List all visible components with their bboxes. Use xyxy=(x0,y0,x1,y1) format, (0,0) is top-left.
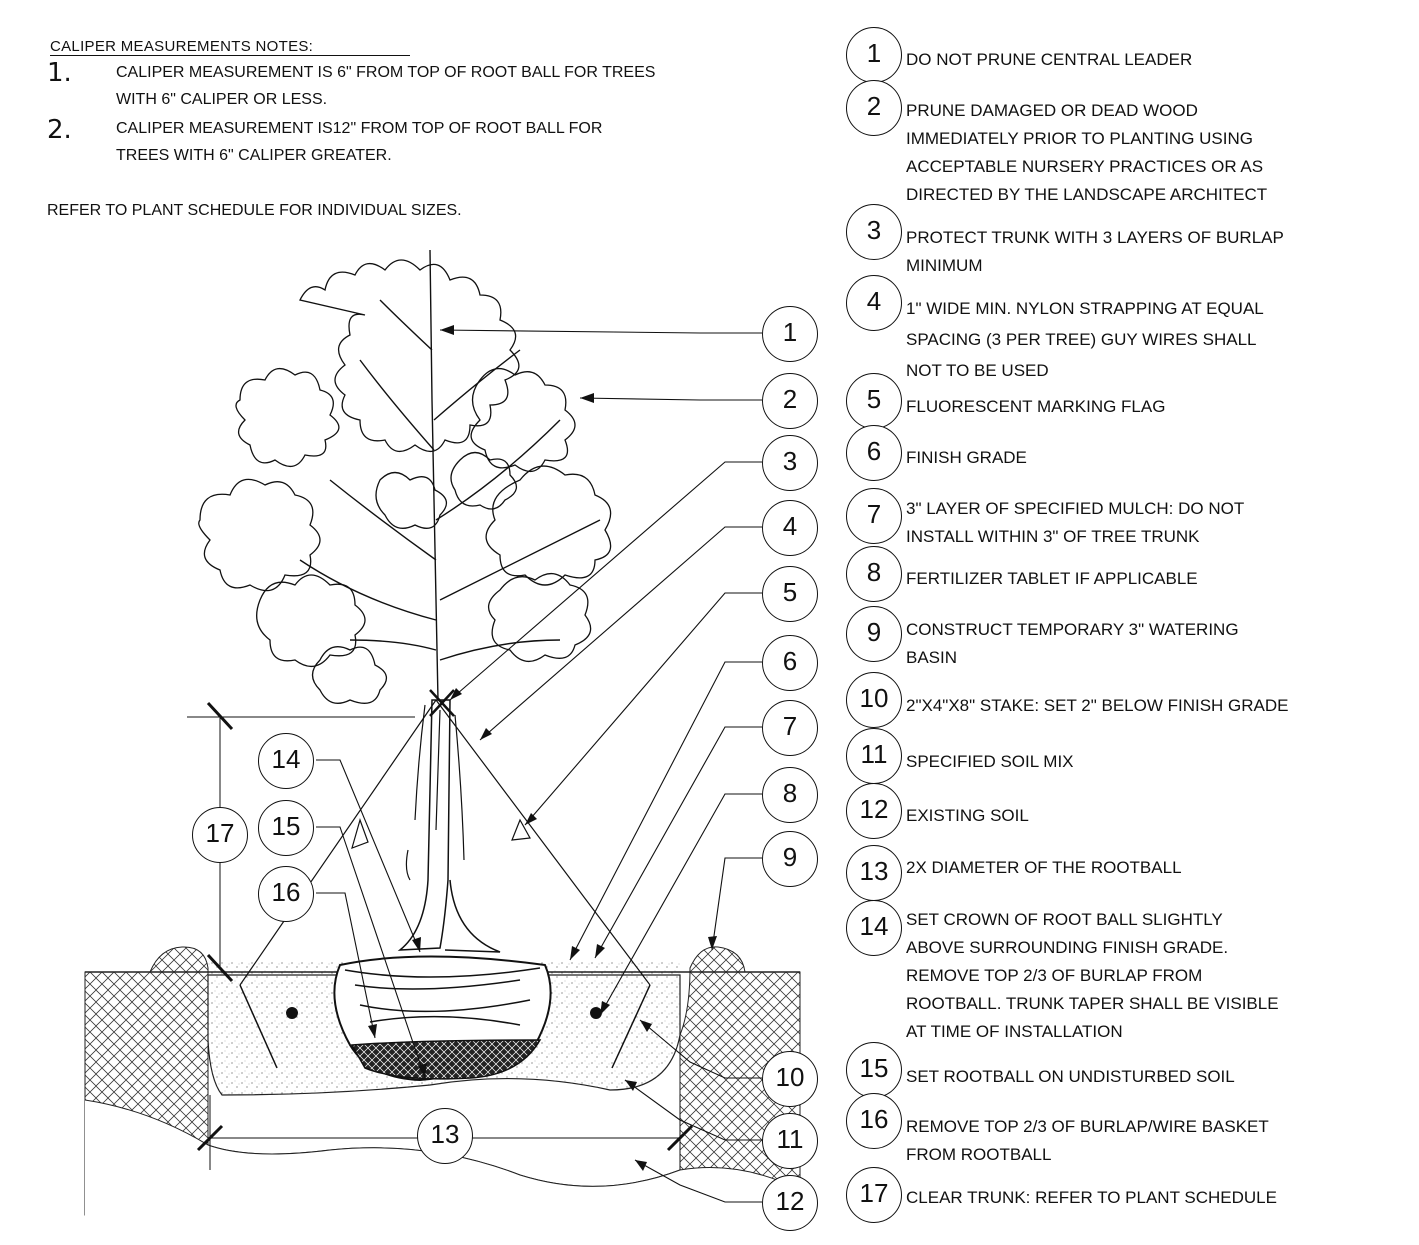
legend-number-11: 11 xyxy=(846,728,902,784)
tree-trunk xyxy=(397,699,451,951)
legend-text-7: 3" LAYER OF SPECIFIED MULCH: DO NOT INST… xyxy=(906,495,1244,551)
legend-line: SET ROOTBALL ON UNDISTURBED SOIL xyxy=(906,1067,1235,1086)
legend-line: EXISTING SOIL xyxy=(906,806,1029,825)
tree-canopy xyxy=(198,259,612,704)
caliper-note-2-line-1: CALIPER MEASUREMENT IS12" FROM TOP OF RO… xyxy=(116,120,603,137)
legend-text-4: 1" WIDE MIN. NYLON STRAPPING AT EQUAL SP… xyxy=(906,293,1264,386)
legend-text-2: PRUNE DAMAGED OR DEAD WOOD IMMEDIATELY P… xyxy=(906,97,1267,209)
legend-line: SPACING (3 PER TREE) GUY WIRES SHALL xyxy=(906,330,1257,349)
fertilizer-tablet-left xyxy=(286,1007,298,1019)
legend-number-13: 13 xyxy=(846,845,902,901)
legend-line: CLEAR TRUNK: REFER TO PLANT SCHEDULE xyxy=(906,1188,1277,1207)
legend-number-5: 5 xyxy=(846,373,902,429)
legend-line: NOT TO BE USED xyxy=(906,361,1049,380)
legend-line: MINIMUM xyxy=(906,256,983,275)
legend-text-3: PROTECT TRUNK WITH 3 LAYERS OF BURLAP MI… xyxy=(906,224,1284,280)
legend-line: SPECIFIED SOIL MIX xyxy=(906,752,1074,771)
legend-line: INSTALL WITHIN 3" OF TREE TRUNK xyxy=(906,527,1200,546)
legend-text-8: FERTILIZER TABLET IF APPLICABLE xyxy=(906,565,1198,593)
legend-line: REMOVE TOP 2/3 OF BURLAP FROM xyxy=(906,966,1203,985)
legend-number-8: 8 xyxy=(846,546,902,602)
legend-number-2: 2 xyxy=(846,80,902,136)
legend-line: DO NOT PRUNE CENTRAL LEADER xyxy=(906,50,1193,69)
legend-line: FLUORESCENT MARKING FLAG xyxy=(906,397,1166,416)
stake-right xyxy=(611,984,651,1069)
legend-text-1: DO NOT PRUNE CENTRAL LEADER xyxy=(906,46,1192,74)
legend-text-17: CLEAR TRUNK: REFER TO PLANT SCHEDULE xyxy=(906,1184,1277,1212)
caliper-note-2-line-2: TREES WITH 6" CALIPER GREATER. xyxy=(116,147,392,164)
legend-line: 3" LAYER OF SPECIFIED MULCH: DO NOT xyxy=(906,499,1245,518)
legend-number-10: 10 xyxy=(846,672,902,728)
legend-line: 2X DIAMETER OF THE ROOTBALL xyxy=(906,858,1182,877)
legend-line: 1" WIDE MIN. NYLON STRAPPING AT EQUAL xyxy=(906,299,1264,318)
legend-text-14: SET CROWN OF ROOT BALL SLIGHTLY ABOVE SU… xyxy=(906,906,1279,1046)
legend-number-16: 16 xyxy=(846,1093,902,1149)
marking-flag-left xyxy=(351,818,369,849)
legend-text-6: FINISH GRADE xyxy=(906,444,1027,472)
legend-line: ACCEPTABLE NURSERY PRACTICES OR AS xyxy=(906,157,1264,176)
caliper-note-1-line-2: WITH 6" CALIPER OR LESS. xyxy=(116,91,328,108)
legend-line: ABOVE SURROUNDING FINISH GRADE. xyxy=(906,938,1229,957)
legend-number-12: 12 xyxy=(846,783,902,839)
refer-note: REFER TO PLANT SCHEDULE FOR INDIVIDUAL S… xyxy=(47,202,462,219)
legend-line: FROM ROOTBALL xyxy=(906,1145,1052,1164)
legend-line: FINISH GRADE xyxy=(906,448,1027,467)
legend-line: IMMEDIATELY PRIOR TO PLANTING USING xyxy=(906,129,1253,148)
stake-left xyxy=(239,984,278,1069)
legend-number-17: 17 xyxy=(846,1167,902,1223)
caliper-notes-title-underline xyxy=(50,55,410,56)
caliper-note-2-text: CALIPER MEASUREMENT IS12" FROM TOP OF RO… xyxy=(116,115,602,169)
legend-number-7: 7 xyxy=(846,488,902,544)
marking-flag-right xyxy=(511,818,531,841)
legend-text-10: 2"X4"X8" STAKE: SET 2" BELOW FINISH GRAD… xyxy=(906,692,1289,720)
legend-number-4: 4 xyxy=(846,275,902,331)
legend-text-5: FLUORESCENT MARKING FLAG xyxy=(906,393,1165,421)
legend-line: AT TIME OF INSTALLATION xyxy=(906,1022,1123,1041)
legend-line: BASIN xyxy=(906,648,958,667)
legend-line: PROTECT TRUNK WITH 3 LAYERS OF BURLAP xyxy=(906,228,1284,247)
legend-number-14: 14 xyxy=(846,900,902,956)
caliper-note-1-number: 1. xyxy=(47,58,72,88)
legend-line: ROOTBALL. TRUNK TAPER SHALL BE VISIBLE xyxy=(906,994,1279,1013)
legend-text-13: 2X DIAMETER OF THE ROOTBALL xyxy=(906,854,1182,882)
legend-number-1: 1 xyxy=(846,27,902,83)
legend-text-9: CONSTRUCT TEMPORARY 3" WATERING BASIN xyxy=(906,616,1239,672)
fertilizer-tablet-right xyxy=(590,1007,602,1019)
caliper-note-1-text: CALIPER MEASUREMENT IS 6" FROM TOP OF RO… xyxy=(116,59,655,113)
caliper-note-1-line-1: CALIPER MEASUREMENT IS 6" FROM TOP OF RO… xyxy=(116,64,656,81)
caliper-note-2-number: 2. xyxy=(47,115,72,145)
legend-line: CONSTRUCT TEMPORARY 3" WATERING xyxy=(906,620,1239,639)
legend-line: FERTILIZER TABLET IF APPLICABLE xyxy=(906,569,1198,588)
legend-number-15: 15 xyxy=(846,1042,902,1098)
caliper-notes-title: CALIPER MEASUREMENTS NOTES: xyxy=(50,38,314,55)
legend-text-11: SPECIFIED SOIL MIX xyxy=(906,748,1074,776)
legend-number-6: 6 xyxy=(846,425,902,481)
legend-text-16: REMOVE TOP 2/3 OF BURLAP/WIRE BASKET FRO… xyxy=(906,1113,1269,1169)
legend-line: SET CROWN OF ROOT BALL SLIGHTLY xyxy=(906,910,1223,929)
legend-number-9: 9 xyxy=(846,606,902,662)
legend-line: 2"X4"X8" STAKE: SET 2" BELOW FINISH GRAD… xyxy=(906,696,1289,715)
legend-line: REMOVE TOP 2/3 OF BURLAP/WIRE BASKET xyxy=(906,1117,1269,1136)
legend-number-3: 3 xyxy=(846,204,902,260)
legend-text-12: EXISTING SOIL xyxy=(906,802,1029,830)
wire-basket xyxy=(350,1039,542,1080)
tree-branches xyxy=(299,249,601,701)
legend-line: DIRECTED BY THE LANDSCAPE ARCHITECT xyxy=(906,185,1268,204)
legend-line: PRUNE DAMAGED OR DEAD WOOD xyxy=(906,101,1198,120)
legend-text-15: SET ROOTBALL ON UNDISTURBED SOIL xyxy=(906,1063,1235,1091)
